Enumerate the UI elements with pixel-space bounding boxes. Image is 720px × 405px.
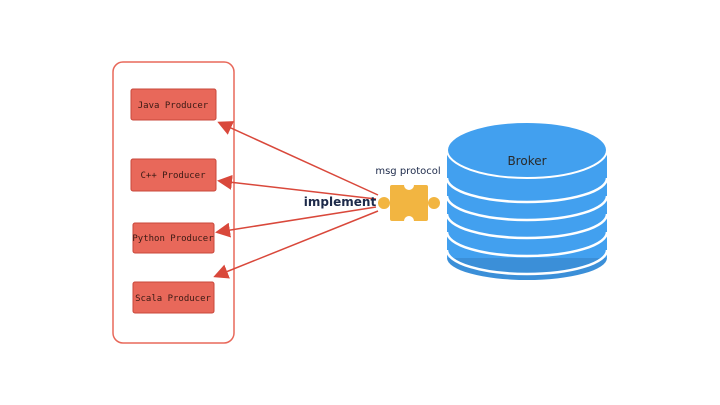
producer-label: Java Producer (138, 101, 209, 111)
producer-label: C++ Producer (140, 171, 206, 181)
producer-python: Python Producer (132, 222, 215, 254)
producer-java: Java Producer (130, 88, 217, 121)
arrow-to-java (217, 121, 379, 196)
puzzle-piece-icon (378, 180, 440, 226)
producer-label: Python Producer (132, 234, 214, 244)
implement-label: implement (304, 195, 377, 209)
producer-cpp: C++ Producer (130, 158, 217, 192)
producer-scala: Scala Producer (132, 281, 215, 314)
arrow-to-scala (213, 210, 379, 279)
producer-group-container (112, 61, 235, 344)
broker-label: Broker (507, 154, 546, 168)
arrow-to-python (215, 206, 377, 238)
arrow-to-cpp (217, 174, 377, 200)
broker-cylinder: Broker (445, 121, 609, 280)
protocol-label: msg protocol (375, 166, 440, 177)
producer-label: Scala Producer (135, 294, 211, 304)
